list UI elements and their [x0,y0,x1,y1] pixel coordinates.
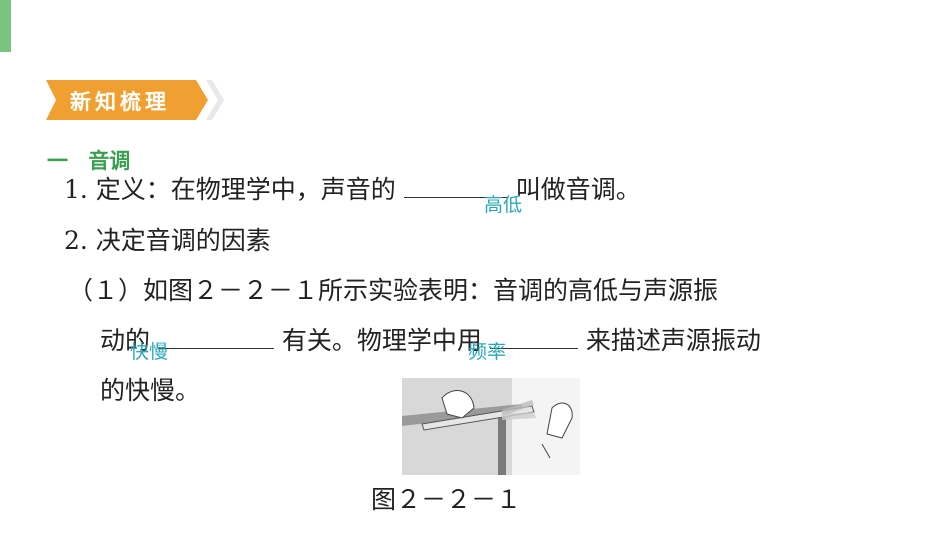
closing-line: 的快慢。 [100,376,201,405]
relation-text-middle: 有关。物理学中用 [281,326,482,355]
corner-accent-bar [0,0,11,52]
banner-arrow-shape [46,80,224,120]
ruler-experiment-figure [402,378,580,475]
answer-3: 频率 [468,341,507,363]
factors-heading: 2. 决定音调的因素 [64,226,271,255]
blank-3 [489,326,578,349]
definition-text-end: 叫做音调。 [515,175,641,204]
answer-1: 高低 [484,194,523,216]
banner-label: 新知梳理 [70,89,170,114]
definition-text-start: 1. 定义：在物理学中，声音的 [64,175,396,204]
section-banner: 新知梳理 [46,80,226,120]
blank-2 [157,326,274,349]
ruler-illustration [402,378,580,475]
figure-caption: 图２－２－１ [371,485,522,514]
section-number: 一 [47,149,68,173]
relation-text-end: 来描述声源振动 [585,326,761,355]
section-title: 音调 [88,149,131,173]
definition-line: 1. 定义：在物理学中，声音的 叫做音调。 [64,170,641,206]
section-heading: 一 音调 [47,145,130,175]
experiment-line: （１）如图２－２－１所示实验表明：音调的高低与声源振 [68,276,719,305]
blank-1 [403,175,508,198]
answer-2: 快慢 [130,341,169,363]
relation-text-start: 动的 [100,326,151,355]
relation-line: 动的 有关。物理学中用 来描述声源振动 [100,321,761,357]
